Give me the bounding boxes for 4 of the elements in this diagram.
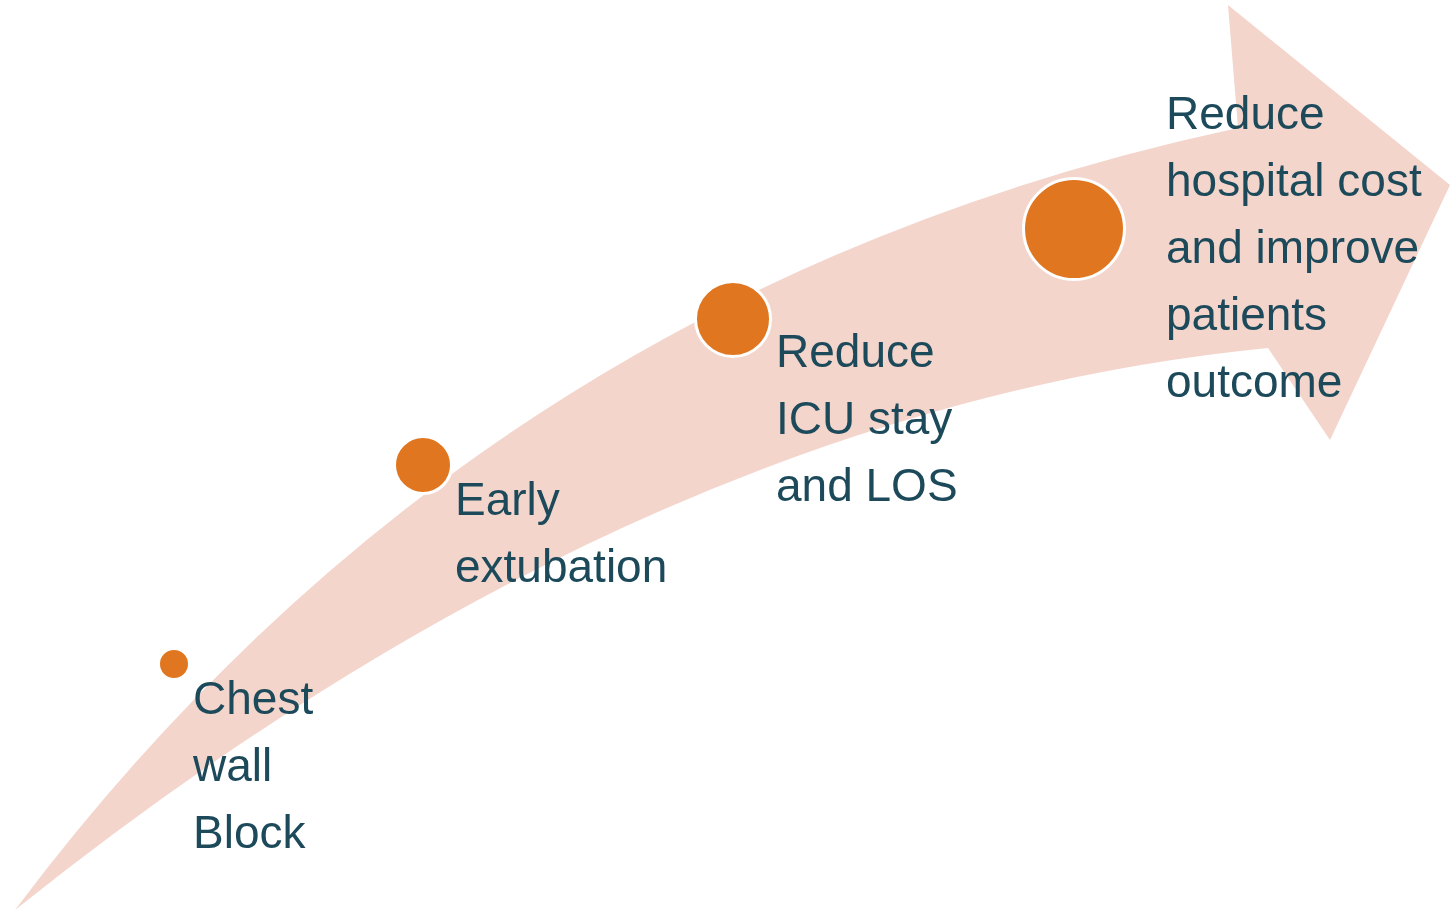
milestone-label: Chest wall Block xyxy=(193,671,315,860)
milestone-label: Reduce ICU stay and LOS xyxy=(776,324,959,513)
milestone-label: Reduce hospital cost and improve patients outcome xyxy=(1166,86,1423,409)
milestone-label: Early extubation xyxy=(455,472,669,594)
